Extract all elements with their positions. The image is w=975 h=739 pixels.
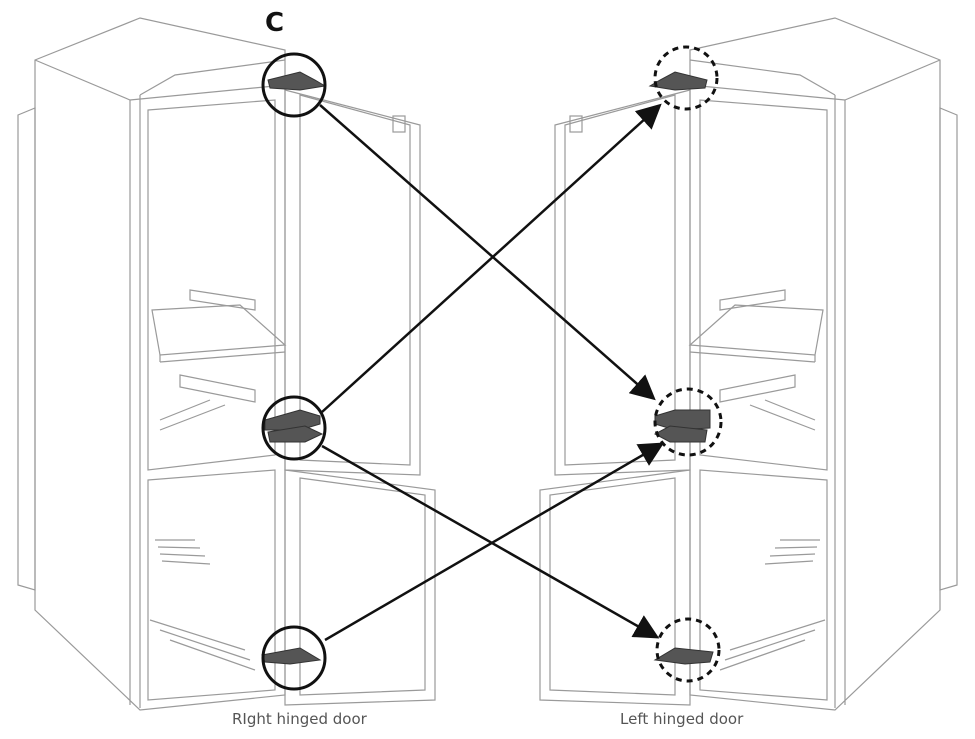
glass-shelf <box>688 304 824 356</box>
upper-door-inner <box>299 94 411 466</box>
hinge-top-left-icon <box>648 71 708 91</box>
callout-top-left <box>653 45 719 111</box>
fridge-liner <box>699 99 828 471</box>
callout-middle-right <box>261 395 327 461</box>
fridge-liner <box>147 99 276 471</box>
arrow-top-to-middle <box>319 104 656 401</box>
side-wall-panel <box>17 107 36 591</box>
top-edge <box>129 84 286 101</box>
freezer-liner <box>147 469 276 701</box>
top-edge <box>34 59 131 101</box>
freezer-liner <box>699 469 828 701</box>
hinge-middle-left-lower-icon <box>653 425 708 443</box>
door-bin <box>719 289 786 311</box>
lower-door-open <box>284 469 436 706</box>
door-bin <box>179 374 256 403</box>
drawer-lines <box>149 619 256 671</box>
transfer-arrows <box>319 103 665 642</box>
callout-circles-solid <box>261 52 327 691</box>
side-wall-panel <box>939 107 958 591</box>
door-handle <box>569 115 583 133</box>
glass-shelf <box>151 304 287 356</box>
drawer-lines <box>719 619 826 671</box>
hinge-bottom-left-icon <box>653 647 714 665</box>
arrow-bottom-to-middle <box>324 442 665 642</box>
crisper-lines <box>159 399 226 431</box>
fridge-right-hinged <box>17 17 436 711</box>
freezer-rack <box>764 539 820 565</box>
hinge-middle-right-icon <box>264 409 321 431</box>
hinge-bottom-right-icon <box>261 647 322 665</box>
door-bin <box>189 289 256 311</box>
lower-door-inner <box>299 477 426 696</box>
callout-bottom-left <box>655 617 721 683</box>
callout-bottom-right <box>261 625 327 691</box>
door-bin <box>719 374 796 403</box>
top-edge <box>844 59 941 101</box>
lower-door-open <box>539 469 691 706</box>
hinge-parts <box>261 71 714 665</box>
callout-middle-left <box>653 387 723 457</box>
top-edge <box>689 84 846 101</box>
freezer-rack <box>155 539 211 565</box>
upper-door-open <box>554 89 691 476</box>
callout-circles-dashed <box>653 45 723 683</box>
arrow-middle-to-bottom <box>321 444 660 639</box>
cabinet-body <box>689 17 941 711</box>
crisper-lines <box>749 399 816 431</box>
right-hinged-label: RIght hinged door <box>232 710 367 728</box>
top-rail <box>689 59 836 96</box>
hinge-middle-right-lower-icon <box>267 425 324 443</box>
top-rail <box>139 59 286 96</box>
cabinet-body <box>34 17 286 711</box>
left-hinged-label: Left hinged door <box>620 710 744 728</box>
shelf-edge <box>689 351 816 363</box>
fridge-left-hinged <box>539 17 958 711</box>
upper-door-inner <box>564 94 676 466</box>
shelf-edge <box>159 351 286 363</box>
upper-door-open <box>284 89 421 476</box>
door-handle <box>392 115 406 133</box>
callout-letter: C <box>265 8 285 38</box>
arrow-middle-to-top <box>321 103 662 413</box>
hinge-top-right-icon <box>267 71 327 91</box>
callout-top-right <box>261 52 327 118</box>
